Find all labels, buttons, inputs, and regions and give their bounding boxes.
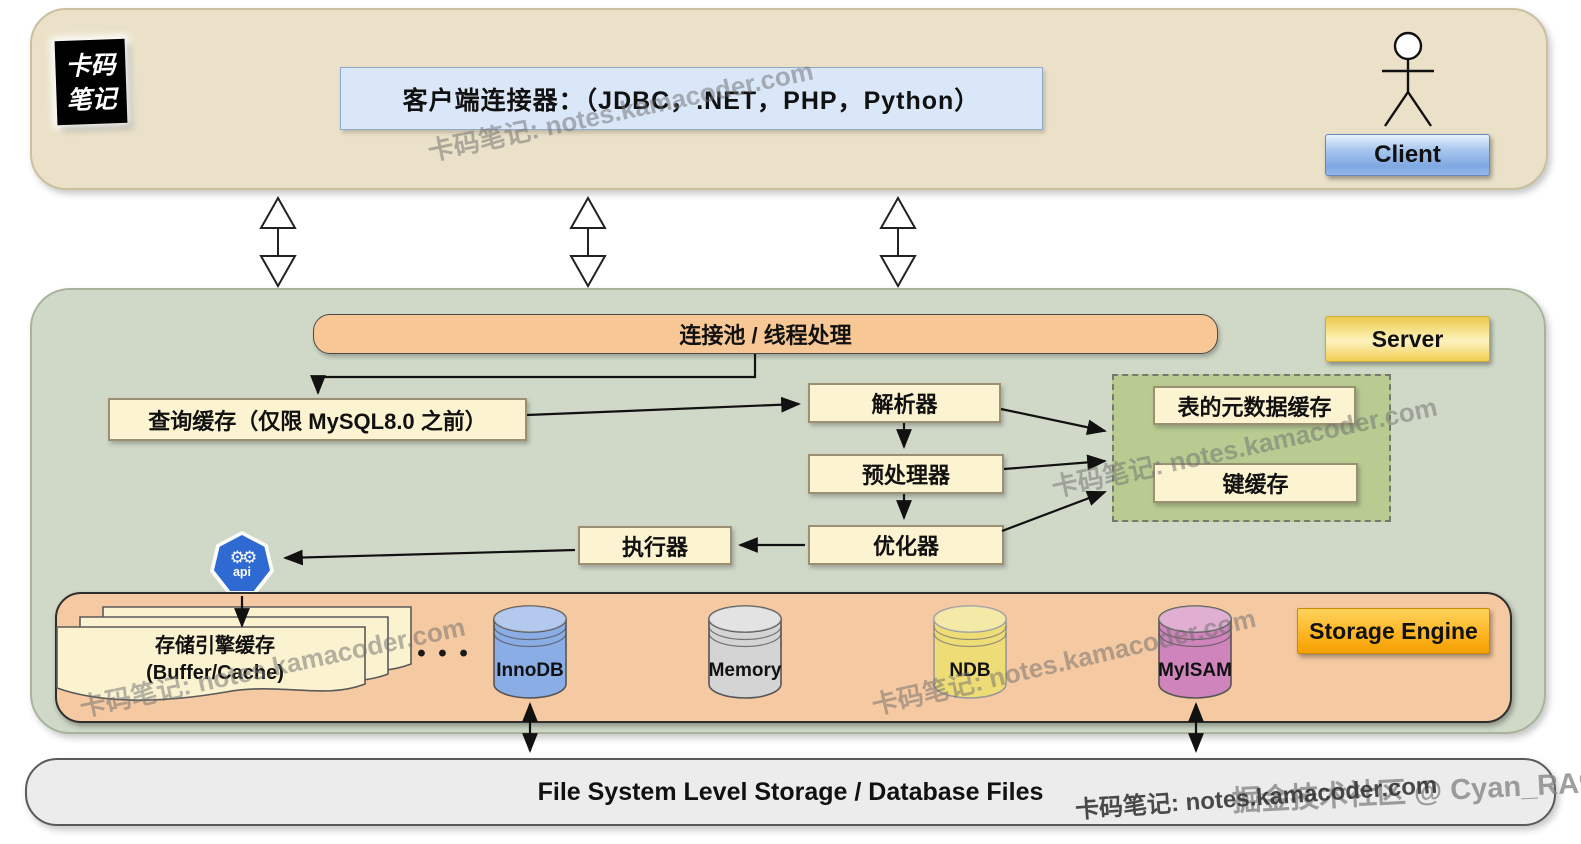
api-icon-label: api	[232, 564, 252, 579]
preprocessor-box: 预处理器	[808, 454, 1004, 494]
storage-engine-label: Storage Engine	[1309, 617, 1478, 644]
kamacoder-logo: 卡码 笔记	[54, 38, 128, 126]
client-label: Client	[1374, 141, 1441, 168]
table-metadata-cache-box: 表的元数据缓存	[1153, 386, 1356, 425]
gears-icon: ⚙⚙	[229, 547, 258, 567]
engine-cylinder-memory: Memory	[703, 602, 787, 702]
key-cache-box: 键缓存	[1153, 463, 1358, 503]
storage-cache-line2: (Buffer/Cache)	[146, 662, 284, 684]
engine-cylinder-innodb: InnoDB	[488, 602, 572, 702]
connection-pool-label: 连接池 / 线程处理	[679, 323, 852, 348]
parser-label: 解析器	[871, 392, 938, 417]
storage-engine-label-button: Storage Engine	[1297, 608, 1490, 654]
storage-cache-label: 存储引擎缓存 (Buffer/Cache)	[80, 633, 350, 687]
engine-label-innodb: InnoDB	[496, 660, 564, 681]
engine-cylinder-ndb: NDB	[928, 602, 1012, 702]
logo-line2: 笔记	[66, 84, 118, 115]
client-connector-box: 客户端连接器：（JDBC，.NET，PHP，Python）	[340, 67, 1043, 130]
query-cache-box: 查询缓存（仅限 MySQL8.0 之前）	[108, 398, 527, 441]
executor-box: 执行器	[578, 526, 732, 565]
client-connector-label: 客户端连接器：（JDBC，.NET，PHP，Python）	[402, 86, 981, 115]
client-label-button: Client	[1325, 134, 1490, 176]
optimizer-label: 优化器	[872, 534, 939, 559]
client-actor-icon	[1368, 30, 1448, 132]
server-label: Server	[1371, 325, 1444, 352]
api-icon-inner: ⚙⚙ api	[214, 535, 270, 591]
parser-box: 解析器	[808, 383, 1001, 423]
executor-label: 执行器	[621, 534, 688, 560]
query-cache-label: 查询缓存（仅限 MySQL8.0 之前）	[148, 408, 487, 434]
engine-cylinder-myisam: MyISAM	[1153, 602, 1237, 702]
engine-label-ndb: NDB	[949, 660, 991, 681]
logo-line1: 卡码	[64, 51, 116, 81]
double-arrow-icon-1	[258, 195, 298, 293]
preprocessor-label: 预处理器	[861, 463, 950, 488]
server-label-button: Server	[1325, 316, 1490, 362]
storage-cache-line1: 存储引擎缓存	[155, 635, 275, 657]
engine-label-memory: Memory	[708, 660, 782, 681]
connection-pool-box: 连接池 / 线程处理	[313, 314, 1218, 354]
file-system-label: File System Level Storage / Database Fil…	[537, 777, 1044, 806]
storage-cache-notes	[56, 606, 436, 710]
table-metadata-cache-label: 表的元数据缓存	[1177, 394, 1332, 420]
ellipsis: • • •	[417, 640, 471, 667]
optimizer-box: 优化器	[808, 525, 1004, 565]
double-arrow-icon-3	[878, 195, 918, 293]
engine-label-myisam: MyISAM	[1158, 660, 1232, 681]
double-arrow-icon-2	[568, 195, 608, 293]
key-cache-label: 键缓存	[1222, 472, 1289, 497]
file-system-band: File System Level Storage / Database Fil…	[25, 758, 1556, 826]
